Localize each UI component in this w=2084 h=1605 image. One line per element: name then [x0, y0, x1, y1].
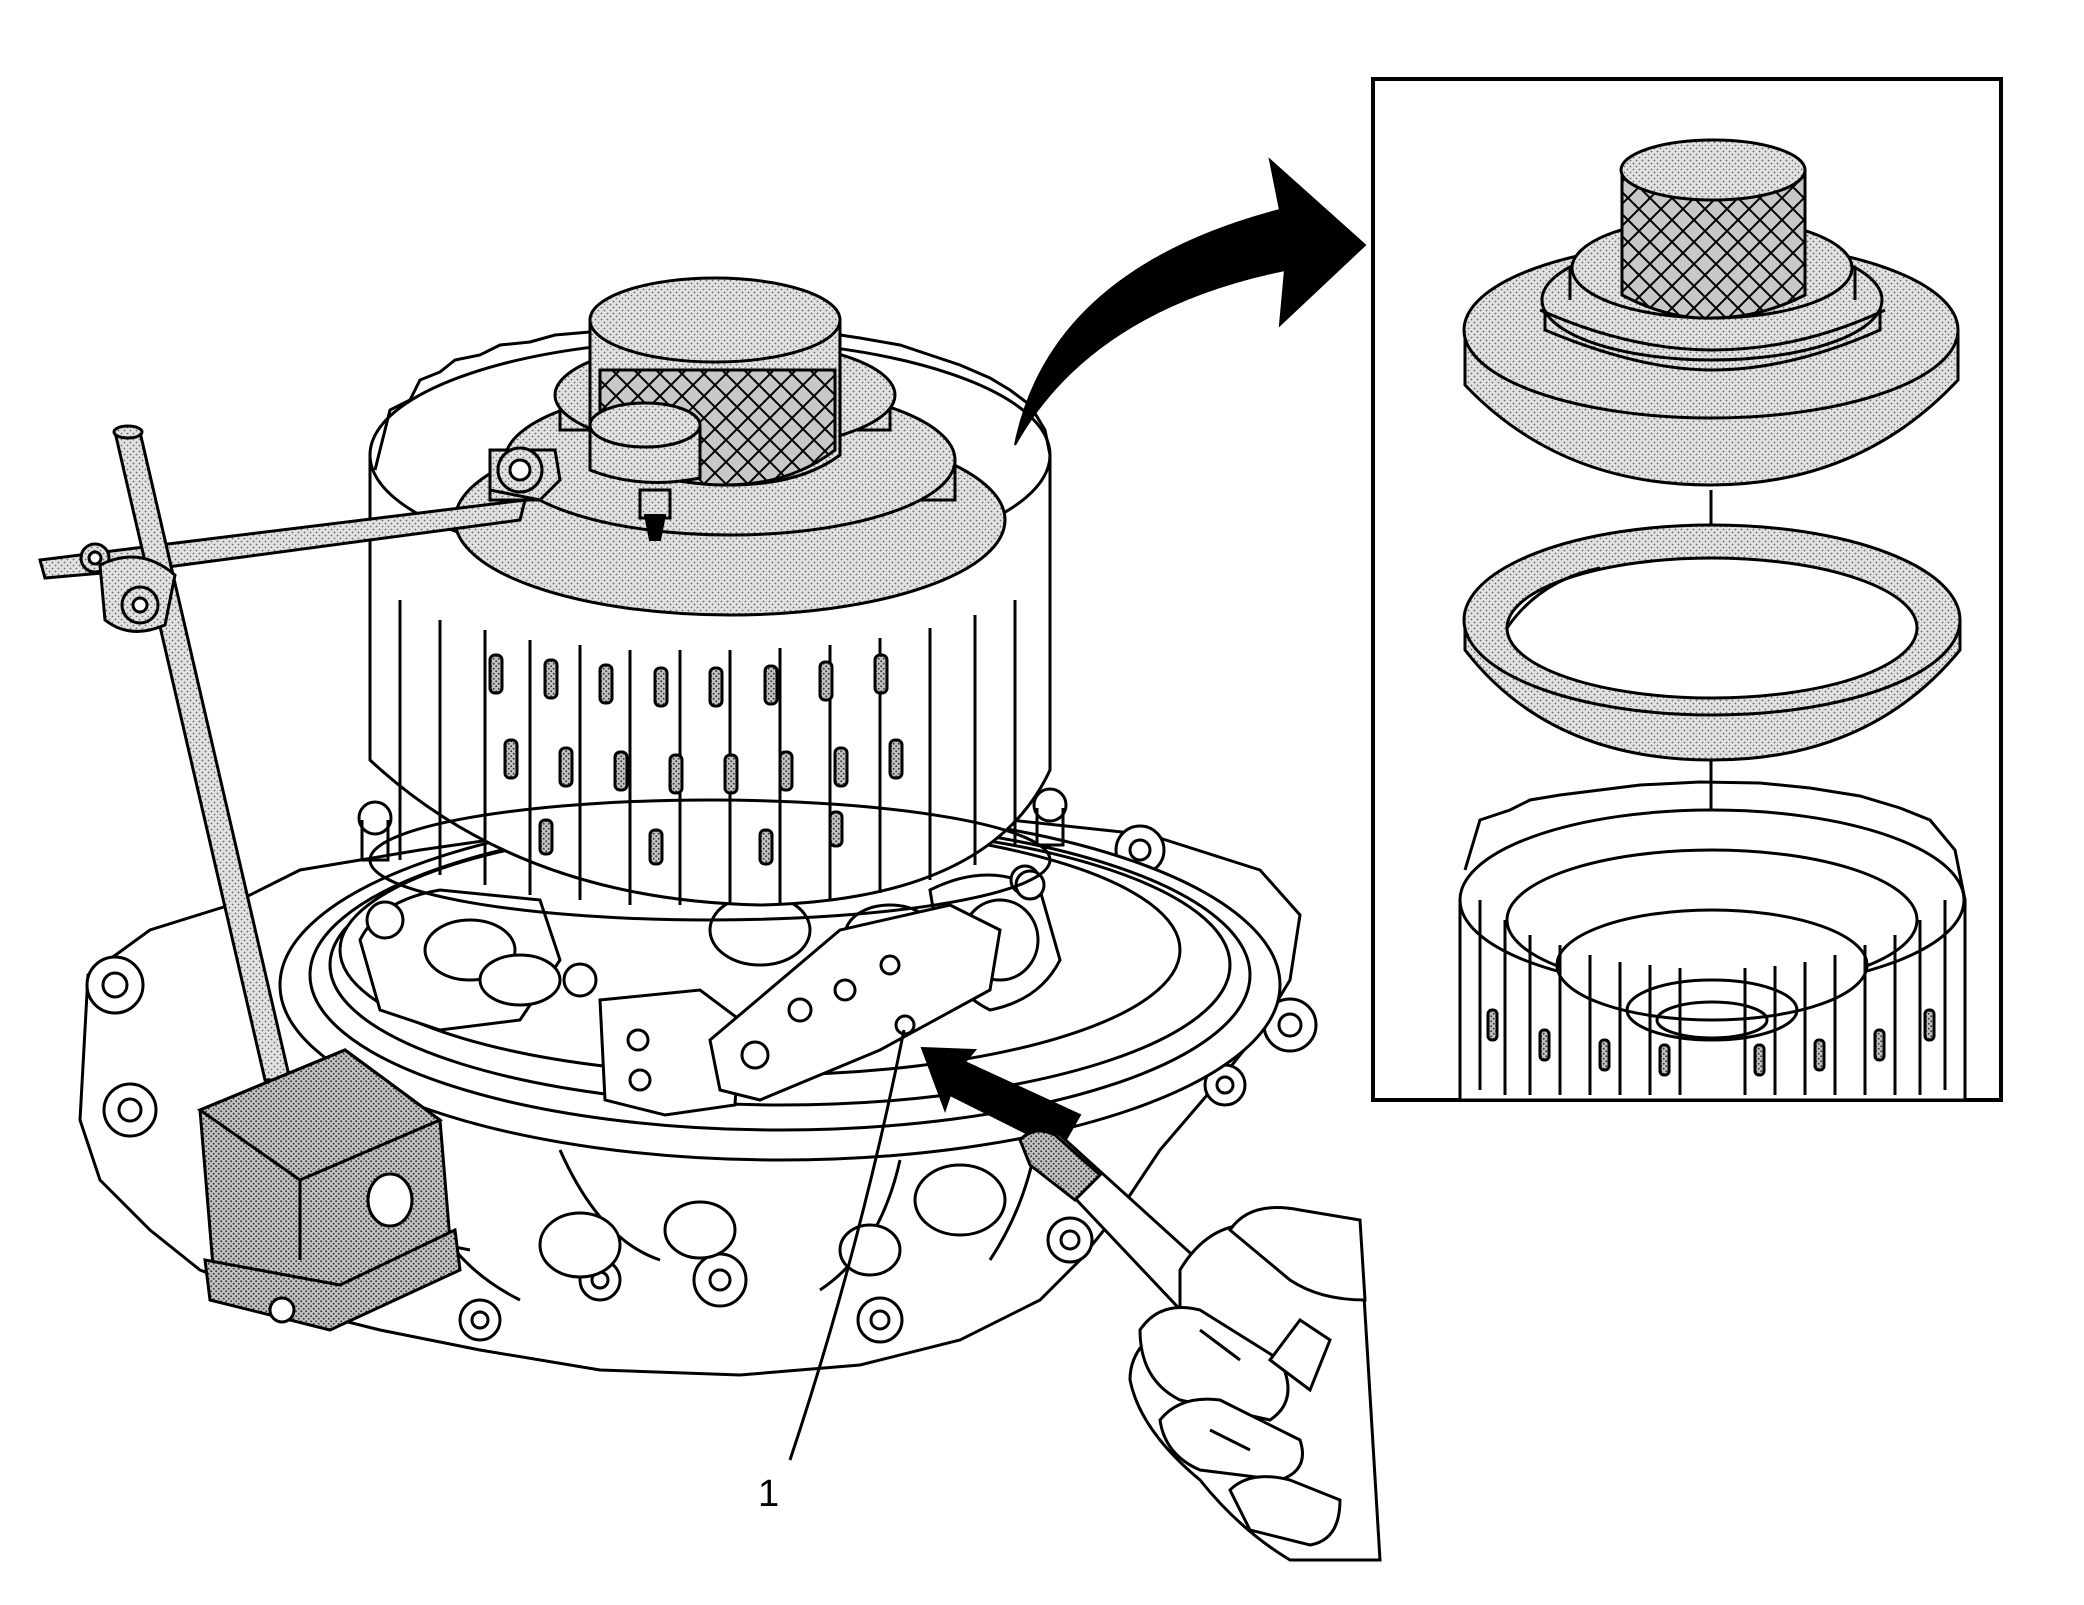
- valve-body-components: [357, 787, 1068, 1032]
- rod-clamp: [98, 555, 177, 633]
- detail-view-arrow: [1014, 157, 1367, 446]
- inset-detail-view: [1371, 77, 2003, 1102]
- technician-hand-with-probe: [1017, 1127, 1382, 1562]
- callout-1-leader: [788, 1029, 906, 1461]
- dial-indicator: [488, 401, 702, 541]
- inset-stepped-tool: [1462, 138, 1960, 487]
- magnetic-base: [196, 1048, 462, 1332]
- stepped-clutch-tool: [453, 276, 1007, 617]
- inset-clutch-drum: [1458, 780, 1967, 1100]
- inset-thrust-washer: [1462, 523, 1962, 762]
- callout-1-label: 1: [758, 1473, 780, 1515]
- measurement-point-arrow: [920, 1046, 1082, 1152]
- detent-bracket-plate: [598, 903, 1002, 1117]
- drum-spline-teeth: [398, 600, 1017, 905]
